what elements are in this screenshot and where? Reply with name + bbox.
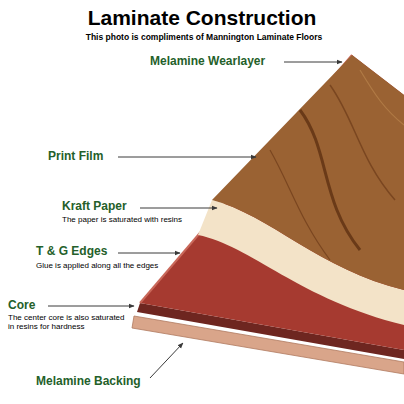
- part-note: Glue is applied along all the edges: [36, 261, 196, 270]
- part-name: Kraft Paper: [62, 200, 142, 214]
- part-name: Melamine Backing: [36, 375, 166, 389]
- part-name: Melamine Wearlayer: [150, 55, 285, 69]
- core-layer: [140, 55, 404, 350]
- diagram-title: Laminate Construction: [0, 6, 404, 30]
- leader-line: [140, 208, 217, 209]
- wood-grain: [270, 150, 330, 260]
- wood-layer: [212, 55, 404, 290]
- part-name: Print Film: [48, 150, 118, 164]
- part-name: T & G Edges: [36, 245, 120, 259]
- wood-grain: [330, 85, 395, 200]
- part-note: The paper is saturated with resins: [62, 215, 212, 224]
- leader-line: [118, 157, 256, 158]
- leader-line: [118, 253, 180, 254]
- leader-line: [284, 62, 342, 63]
- wood-grain: [300, 110, 360, 250]
- leader-line: [48, 306, 134, 307]
- wood-grain: [360, 70, 404, 125]
- part-note: The center core is also saturated in res…: [8, 313, 126, 331]
- part-name: Core: [8, 299, 48, 313]
- leader-line: [150, 343, 183, 378]
- source-note: This photo is compliments of Mannington …: [2, 33, 404, 43]
